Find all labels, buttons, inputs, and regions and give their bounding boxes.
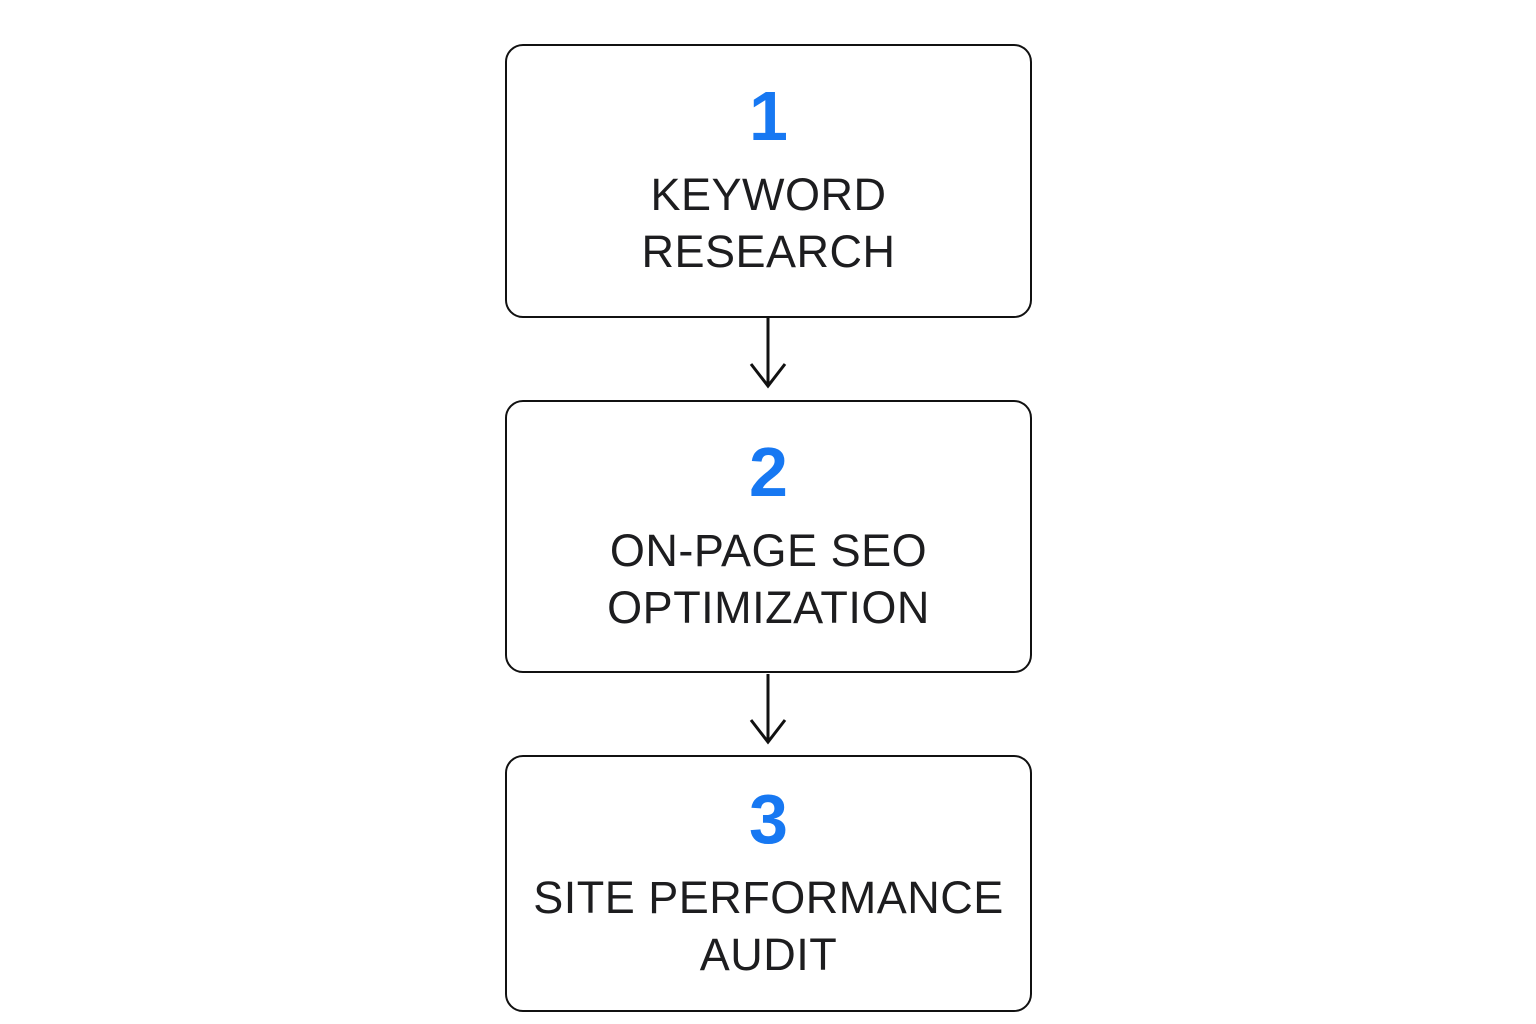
step-box-site-performance-audit: 3 SITE PERFORMANCE AUDIT xyxy=(505,755,1032,1012)
step-box-keyword-research: 1 KEYWORD RESEARCH xyxy=(505,44,1032,318)
step-box-on-page-seo-optimization: 2 ON-PAGE SEO OPTIMIZATION xyxy=(505,400,1032,673)
arrow-down-icon xyxy=(749,674,787,745)
step-label: ON-PAGE SEO OPTIMIZATION xyxy=(607,524,930,633)
arrow-down-icon xyxy=(749,318,787,389)
step-label: SITE PERFORMANCE AUDIT xyxy=(533,871,1004,980)
step-number: 1 xyxy=(749,77,788,156)
step-label: KEYWORD RESEARCH xyxy=(641,169,896,277)
step-number: 3 xyxy=(749,779,788,858)
step-number: 2 xyxy=(749,432,788,511)
